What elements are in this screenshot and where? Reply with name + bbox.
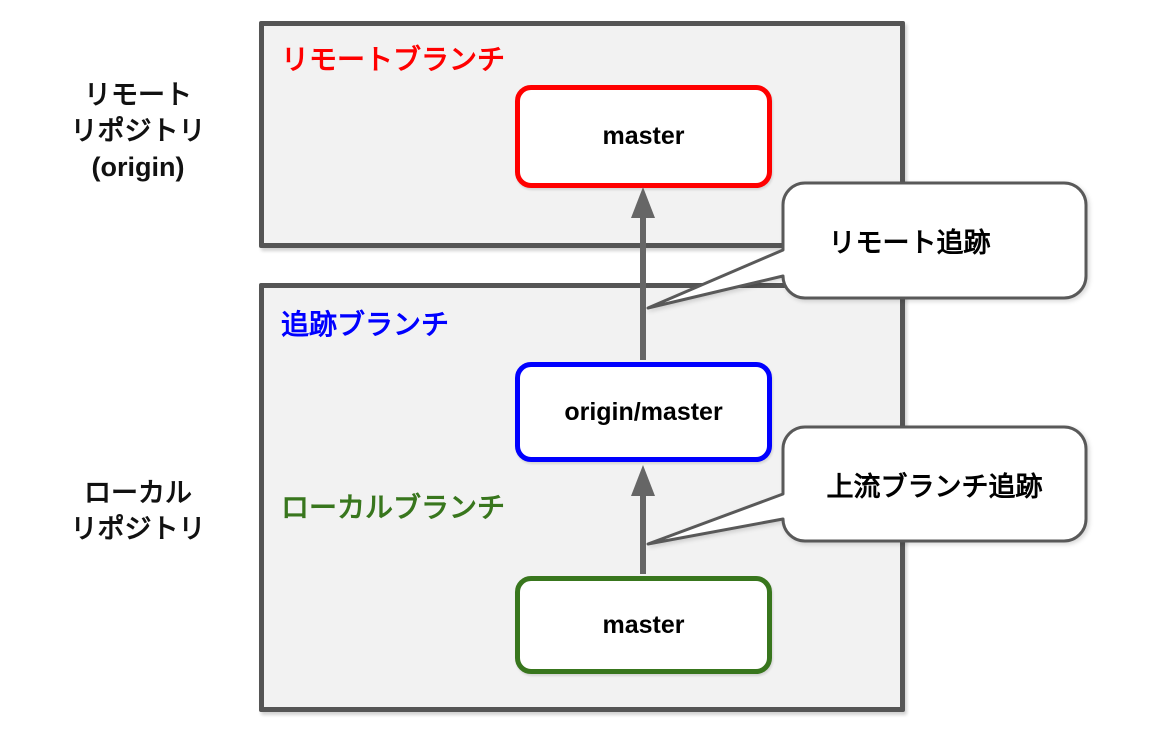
remote-tracking-callout-label: リモート追跡 bbox=[828, 228, 991, 258]
remote-repository-label: リモート リポジトリ (origin) bbox=[70, 80, 206, 182]
arrow-tracking-to-remote-head-icon bbox=[631, 187, 655, 218]
local-repository-label: ローカル リポジトリ bbox=[70, 478, 206, 544]
origin-master-tracking-node: origin/master bbox=[515, 362, 772, 462]
local-branch-section-label: ローカルブランチ bbox=[281, 492, 506, 523]
arrow-local-to-tracking-head-icon bbox=[631, 465, 655, 496]
remote-tracking-callout-bubble bbox=[646, 181, 1088, 310]
upstream-tracking-callout-label: 上流ブランチ追跡 bbox=[826, 471, 1043, 502]
remote-branch-section-label: リモートブランチ bbox=[281, 44, 506, 75]
tracking-branch-section-label: 追跡ブランチ bbox=[281, 309, 450, 340]
upstream-tracking-callout-bubble bbox=[646, 425, 1088, 546]
local-master-node: master bbox=[515, 576, 772, 674]
remote-master-node: master bbox=[515, 85, 772, 188]
